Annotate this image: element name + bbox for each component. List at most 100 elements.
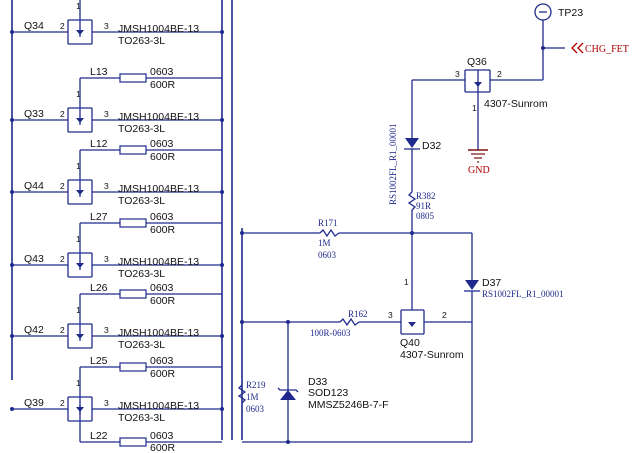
pin-number: 1: [76, 234, 81, 244]
junction-dot: [220, 263, 224, 267]
inductor-ref: L26: [90, 282, 108, 294]
resistor-R162: R162 100R-0603: [242, 309, 398, 338]
junction-dot: [10, 334, 14, 338]
resistor-ref: R162: [348, 309, 368, 319]
pin-number: 2: [60, 325, 65, 335]
mosfet-ref: Q33: [24, 108, 44, 120]
mosfet-part: 4307-Sunrom: [400, 349, 464, 361]
mosfet-package: TO263-3L: [118, 195, 165, 207]
inductor-value: 600R: [150, 442, 176, 453]
inductor-package: 0603: [150, 66, 174, 78]
inductor-value: 600R: [150, 368, 176, 380]
junction-dot: [10, 263, 14, 267]
inductor-ref: L27: [90, 211, 108, 223]
zener-package: SOD123: [308, 387, 348, 399]
diode-D37: D37 RS1002FL_R1_00001: [464, 277, 564, 442]
junction-dot: [541, 46, 545, 50]
diode-ref: D32: [422, 140, 441, 152]
inductor-ref: L22: [90, 430, 108, 442]
inductor-package: 0603: [150, 138, 174, 150]
mosfet-part: JMSH1004BE-13: [118, 111, 199, 123]
resistor-value: 91R: [416, 201, 431, 211]
junction-dot: [10, 190, 14, 194]
inductor-package: 0603: [150, 211, 174, 223]
testpoint-TP23: TP23: [534, 3, 583, 80]
inductor-ref: L12: [90, 138, 108, 150]
zener-ref: D33: [308, 376, 327, 388]
inductor-package: 0603: [150, 282, 174, 294]
mosfet-Q40: 3 2 1 Q40 4307-Sunrom: [388, 277, 472, 361]
mosfet-package: TO263-3L: [118, 412, 165, 424]
net-label-chg-fet: CHG_FET: [543, 42, 629, 55]
pin-number: 2: [60, 254, 65, 264]
inductor-body: [119, 145, 147, 155]
pin-number: 1: [76, 161, 81, 171]
inductor-body: [119, 73, 147, 83]
body-diode-arrow: [76, 118, 84, 123]
mosfet-part: JMSH1004BE-13: [118, 400, 199, 412]
junction-dot: [220, 30, 224, 34]
zener-part: MMSZ5246B-7-F: [308, 399, 389, 411]
inductor-value: 600R: [150, 79, 176, 91]
ground-label: GND: [468, 165, 490, 176]
body-diode-arrow: [76, 263, 84, 268]
pin-number: 1: [76, 378, 81, 388]
pin-number: 2: [60, 181, 65, 191]
mosfet-ref: Q40: [400, 337, 420, 349]
mosfet-ref: Q39: [24, 397, 44, 409]
inductor-ref: L13: [90, 66, 108, 78]
pin-number: 1: [76, 89, 81, 99]
pin-number: 1: [76, 1, 81, 11]
inductor-L22: L22 0603 600R: [80, 430, 222, 453]
inductor-ref: L25: [90, 355, 108, 367]
pin-number: 3: [104, 325, 109, 335]
pin-number: 1: [404, 277, 409, 287]
mosfet-Q36: 3 2 1 Q36 4307-Sunrom: [412, 56, 548, 150]
diode-part: RS1002FL_R1_00001: [482, 289, 564, 299]
pin-number: 2: [60, 398, 65, 408]
junction-dot: [220, 190, 224, 194]
resistor-package: 0603: [246, 404, 265, 414]
mosfet-package: TO263-3L: [118, 35, 165, 47]
pin-number: 3: [104, 181, 109, 191]
resistor-value: 1M: [246, 392, 259, 402]
mosfet-part: JMSH1004BE-13: [118, 23, 199, 35]
inductor-value: 600R: [150, 295, 176, 307]
resistor-R382: R382 91R 0805: [407, 191, 436, 233]
pin-number: 3: [104, 109, 109, 119]
pin-number: 2: [442, 310, 447, 320]
body-diode-arrow: [76, 334, 84, 339]
junction-dot: [410, 231, 414, 235]
junction-dot: [220, 334, 224, 338]
junction-dot: [10, 118, 14, 122]
pin-number: 3: [388, 310, 393, 320]
resistor-R219: R219 1M 0603: [237, 380, 266, 414]
pin-number: 1: [76, 305, 81, 315]
mosfet-package: TO263-3L: [118, 339, 165, 351]
junction-dot: [220, 118, 224, 122]
mosfet-part: JMSH1004BE-13: [118, 327, 199, 339]
mosfet-ref: Q34: [24, 20, 44, 32]
junction-dot: [240, 231, 244, 235]
mosfet-package: TO263-3L: [118, 123, 165, 135]
inductor-value: 600R: [150, 224, 176, 236]
inductor-package: 0603: [150, 355, 174, 367]
resistor-ref: R219: [246, 380, 266, 390]
resistor-ref: R382: [416, 191, 436, 201]
junction-dot: [240, 320, 244, 324]
resistor-package: 0805: [416, 211, 435, 221]
junction-dot: [220, 407, 224, 411]
mosfet-ref: Q44: [24, 180, 44, 192]
pin-number: 3: [104, 21, 109, 31]
mosfet-part: 4307-Sunrom: [484, 98, 548, 110]
pin-number: 2: [60, 21, 65, 31]
resistor-package: 0603: [318, 250, 337, 260]
pin-number: 2: [497, 69, 502, 79]
body-diode-arrow: [76, 190, 84, 195]
